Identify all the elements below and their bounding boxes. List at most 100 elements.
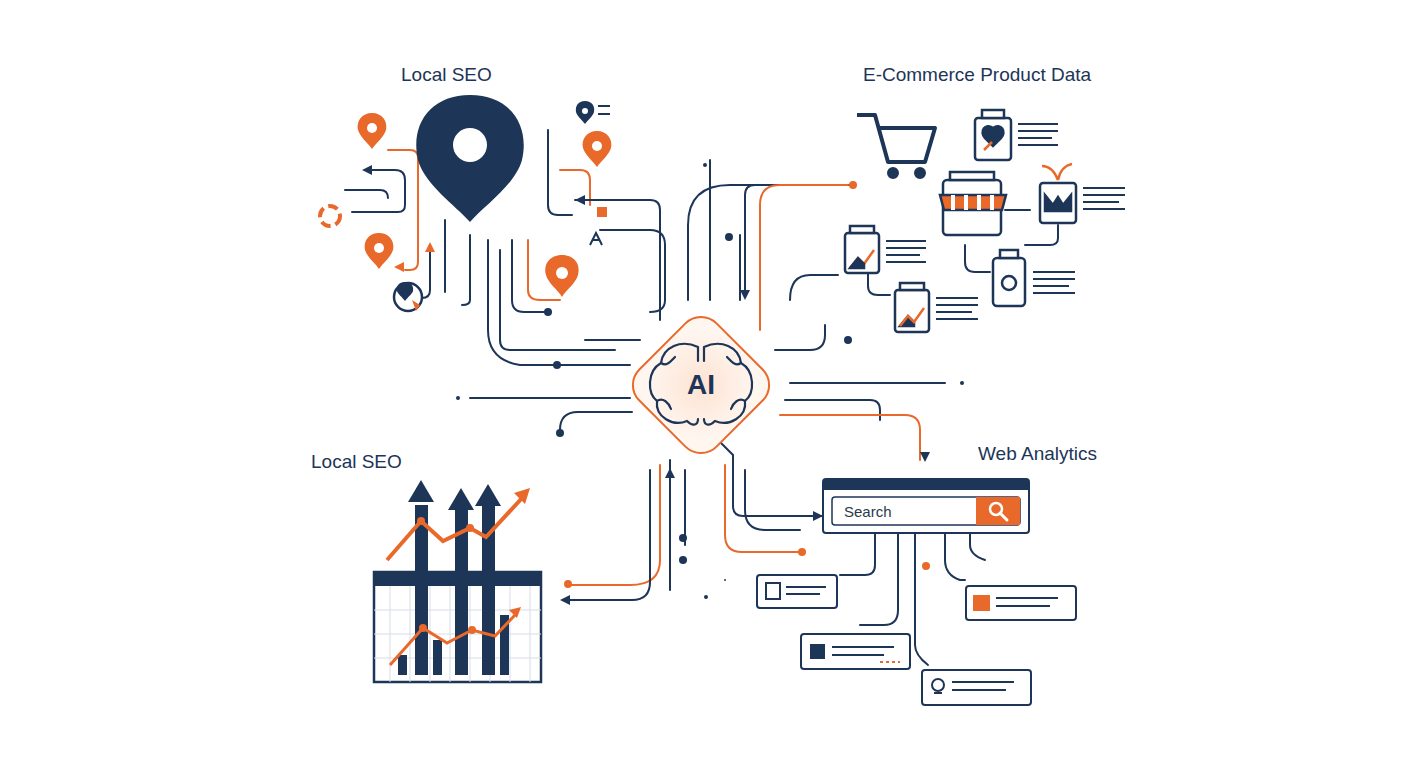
wire-dot-orange bbox=[564, 580, 572, 588]
search-placeholder: Search bbox=[844, 503, 892, 520]
arrowhead bbox=[394, 262, 404, 272]
map-pin bbox=[556, 267, 568, 279]
result-card bbox=[996, 598, 1058, 606]
bar-chart bbox=[433, 640, 442, 675]
hub-diamond bbox=[624, 308, 778, 462]
wire bbox=[790, 275, 838, 300]
bar-chart bbox=[374, 480, 541, 682]
bar-chart bbox=[466, 524, 474, 532]
wire-dot bbox=[553, 361, 561, 369]
wire bbox=[709, 160, 711, 300]
map-pin bbox=[453, 128, 487, 162]
shopping-cart bbox=[857, 115, 935, 162]
wire bbox=[915, 533, 928, 665]
result-card bbox=[966, 586, 1076, 620]
wire bbox=[345, 130, 1058, 665]
bar-chart bbox=[419, 624, 427, 632]
map-pin bbox=[598, 106, 610, 114]
product-icon bbox=[953, 195, 992, 210]
map-pin bbox=[320, 206, 340, 226]
map-pin bbox=[365, 233, 394, 269]
result-card bbox=[932, 679, 944, 691]
arrowhead bbox=[362, 165, 930, 605]
product-icon bbox=[1045, 195, 1071, 211]
map-pin bbox=[320, 95, 611, 311]
wire bbox=[669, 460, 671, 590]
result-card bbox=[757, 575, 837, 608]
map-pin bbox=[358, 113, 387, 149]
wire bbox=[585, 339, 640, 341]
ai-hub: AI bbox=[623, 307, 779, 463]
text-lines bbox=[936, 298, 978, 319]
map-pin bbox=[545, 255, 578, 297]
shopping-cart bbox=[857, 115, 935, 177]
wire bbox=[444, 220, 446, 292]
wire-dot bbox=[704, 595, 708, 599]
wire-dot-orange bbox=[849, 181, 857, 189]
map-pin bbox=[367, 123, 377, 133]
connector bbox=[721, 443, 822, 516]
search-button bbox=[976, 497, 1020, 525]
product-icon bbox=[850, 250, 874, 268]
product-icon bbox=[975, 118, 1011, 160]
search-panel bbox=[823, 479, 1029, 533]
map-pin bbox=[397, 282, 413, 301]
wire bbox=[684, 470, 686, 545]
product-icon bbox=[950, 172, 994, 180]
product-icon bbox=[850, 226, 874, 233]
search-field bbox=[832, 497, 1020, 525]
wire bbox=[970, 533, 985, 560]
wire-dot bbox=[844, 336, 852, 344]
bar-chart bbox=[408, 480, 501, 510]
wire bbox=[945, 533, 965, 580]
wire bbox=[488, 240, 630, 365]
wire bbox=[745, 185, 755, 295]
arrowhead bbox=[575, 195, 585, 205]
wire bbox=[688, 185, 850, 300]
wire bbox=[785, 400, 880, 420]
wire bbox=[512, 240, 548, 312]
text-lines bbox=[1083, 188, 1125, 209]
wire bbox=[600, 230, 665, 312]
bar-chart bbox=[415, 505, 428, 675]
arrowhead bbox=[560, 595, 570, 605]
wire bbox=[500, 250, 615, 350]
wire bbox=[840, 533, 875, 575]
product-icon bbox=[993, 258, 1025, 306]
wire bbox=[1025, 225, 1058, 245]
arrowhead bbox=[920, 452, 930, 462]
product-icon bbox=[850, 258, 864, 268]
map-pin bbox=[592, 141, 602, 151]
product-icon bbox=[845, 110, 1076, 332]
wire-dot bbox=[556, 429, 564, 437]
wire bbox=[470, 397, 630, 399]
result-card bbox=[973, 595, 990, 611]
product-icon bbox=[983, 126, 1004, 146]
wire-dot bbox=[725, 233, 733, 241]
text-lines bbox=[1018, 124, 1058, 145]
result-card bbox=[880, 661, 900, 663]
bar-chart bbox=[390, 615, 515, 665]
result-card bbox=[832, 647, 894, 655]
product-icon bbox=[982, 110, 1004, 118]
text-lines bbox=[1033, 272, 1075, 293]
map-pin bbox=[412, 300, 420, 311]
section-title: Local SEO bbox=[309, 451, 404, 473]
shopping-cart bbox=[916, 169, 924, 177]
map-pin bbox=[416, 95, 523, 222]
map-pin bbox=[590, 233, 602, 245]
bar-chart bbox=[387, 497, 523, 560]
product-icon bbox=[900, 308, 924, 326]
wire bbox=[860, 533, 898, 625]
result-card bbox=[757, 575, 1076, 705]
bar-chart bbox=[417, 517, 425, 525]
product-icon bbox=[845, 233, 879, 273]
result-card bbox=[801, 634, 910, 669]
result-card bbox=[786, 587, 826, 594]
arrowhead bbox=[740, 290, 750, 300]
wire-dot bbox=[544, 308, 552, 316]
result-card bbox=[934, 692, 942, 694]
wire-dot bbox=[703, 163, 707, 167]
hub-label: AI bbox=[687, 369, 715, 401]
wire bbox=[565, 470, 650, 600]
